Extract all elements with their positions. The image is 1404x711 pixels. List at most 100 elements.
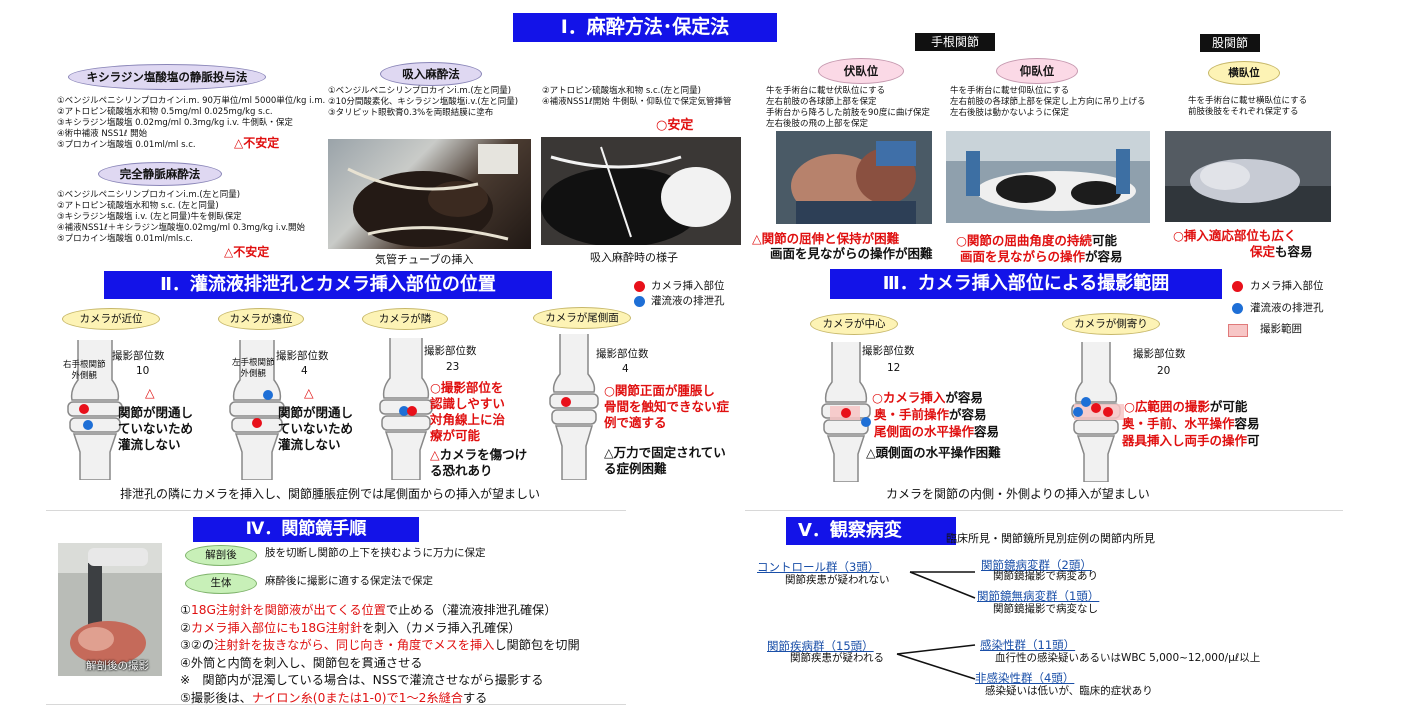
panel3-note: ○撮影部位を 認識しやすい 対角線上に治 療が可能 [430, 380, 506, 443]
s3-panel1-note2: 奥・手前操作が容易 [874, 407, 987, 422]
carpal-joint-header: 手根関節 [915, 33, 995, 51]
panel3-count-label: 撮影部位数 [424, 345, 477, 357]
panel3-warning: △カメラを傷つけ る恐れあり [430, 447, 528, 478]
control-group: コントロール群（3頭） [757, 560, 880, 574]
lateral-eval-1: ○挿入適応部位も広く [1173, 228, 1297, 243]
step-note: ※ 関節内が混濁している場合は、NSSで灌流させながら撮影する [180, 673, 544, 687]
section3-title: Ⅲ．カメラ挿入部位による撮影範囲 [830, 269, 1222, 299]
s3-panel1-label: カメラが中心 [810, 313, 898, 335]
s3-range-legend: 撮影範囲 [1260, 323, 1302, 335]
panel2-note: 関節が閉通し ていないため 灌流しない [278, 405, 354, 452]
prone-label: 伏臥位 [818, 58, 904, 84]
s3-panel2-label: カメラが側寄り [1062, 313, 1160, 335]
prone-eval-1: △関節の屈伸と保持が困難 [752, 231, 900, 246]
supine-label: 仰臥位 [996, 58, 1078, 84]
supine-photo [946, 131, 1150, 223]
s3-panel1-note3: 尾側面の水平操作容易 [874, 424, 1000, 439]
post-dissection-caption: 解剖後の撮影 [86, 660, 149, 672]
panel1-count-label: 撮影部位数 [112, 350, 165, 362]
lesion-tree-lines [896, 571, 976, 680]
panel2-count-label: 撮影部位数 [276, 350, 329, 362]
section3-footer: カメラを関節の内側・外側よりの挿入が望ましい [886, 487, 1150, 501]
inhalation-caption: 吸入麻酔時の様子 [590, 251, 678, 264]
step-3: ③②の注射針を抜きながら、同じ向き・角度でメスを挿入し関節包を切開 [180, 638, 580, 652]
post-dissection-text: 肢を切断し関節の上下を挟むように万力に保定 [265, 547, 486, 559]
panel3-label: カメラが隣 [362, 308, 448, 330]
section4-title: Ⅳ．関節鏡手順 [193, 517, 419, 542]
section2-title: Ⅱ．灌流液排泄孔とカメラ挿入部位の位置 [104, 271, 552, 299]
supine-eval-1: ○関節の屈曲角度の持続可能 [956, 233, 1117, 248]
drain-hole-legend-dot [634, 296, 645, 307]
full-iv-label: 完全静脈麻酔法 [98, 162, 222, 186]
full-iv-eval: △不安定 [224, 245, 270, 259]
section5-subtitle: 臨床所見・関節鏡所見別症例の関節内所見 [946, 532, 1155, 545]
drain-hole-legend: 灌流液の排泄孔 [651, 295, 725, 307]
camera-insertion-legend: カメラ挿入部位 [651, 280, 725, 292]
step-4: ④外筒と内筒を刺入し、関節包を貫通させる [180, 655, 423, 670]
step-5: ⑤撮影後は、ナイロン糸(0または1-0)で1～2糸縫合する [180, 690, 488, 705]
prone-photo [776, 131, 932, 224]
panel4-note: ○関節正面が腫脹し 骨間を触知できない症 例で適する [604, 383, 730, 430]
s3-panel1-note1: ○カメラ挿入が容易 [872, 390, 983, 405]
section5-title: Ⅴ．観察病変 [786, 517, 956, 545]
supine-eval-2: 画面を見ながらの操作が容易 [960, 249, 1123, 264]
panel4-carpal-diagram [549, 334, 599, 480]
panel1-count: 10 [136, 365, 150, 377]
post-dissection-tag: 解剖後 [185, 545, 257, 566]
panel4-label: カメラが尾側面 [533, 307, 631, 329]
supine-steps: 牛を手術台に載せ仰臥位にする左右前肢の各球節上部を保定し上方向に吊り上げる左右後… [950, 86, 1146, 118]
xylazine-iv-label: キシラジン塩酸塩の静脈投与法 [68, 64, 266, 90]
s3-panel1-carpal-diagram [821, 342, 871, 482]
lateral-eval-2: 保定も容易 [1250, 244, 1313, 259]
s3-drain-legend: 灌流液の排泄孔 [1250, 302, 1324, 314]
cow-under-anesthesia-illustration [541, 137, 741, 245]
disease-group: 関節疾病群（15頭） [767, 639, 874, 653]
hip-joint-header: 股関節 [1200, 34, 1260, 52]
s3-panel2-count: 20 [1157, 365, 1171, 377]
non-infectious-group: 非感染性群（4頭） [975, 671, 1075, 685]
divider-bottom [46, 704, 626, 705]
prone-surgery-illustration [776, 131, 932, 224]
s3-drain-legend-dot [1232, 303, 1243, 314]
panel4-warning: △万力で固定されてい る症例困難 [604, 445, 726, 476]
s3-panel2-carpal-diagram [1071, 342, 1124, 482]
lesion-group: 関節鏡病変群（2頭） [981, 558, 1092, 572]
s3-range-legend-box [1228, 324, 1248, 337]
panel2-count: 4 [301, 365, 308, 377]
post-dissection-photo [58, 543, 162, 676]
xylazine-iv-steps: ①ベンジルペニシリンプロカインi.m. 90万単位/ml 5000単位/kg i… [57, 96, 326, 150]
panel1-side-label: 右手根関節 外側観 [63, 360, 106, 381]
inhalation-photo [541, 137, 741, 245]
no-lesion-group-desc: 関節鏡撮影で病変なし [993, 603, 1098, 615]
panel1-label: カメラが近位 [62, 308, 160, 330]
divider-left [46, 510, 626, 511]
inhalation-steps-a: ①ベンジルペニシリンプロカインi.m.(左と同量)②10分間酸素化、キシラジン塩… [328, 86, 519, 118]
panel1-carpal-diagram [67, 340, 123, 480]
lateral-label: 横臥位 [1208, 61, 1280, 85]
prone-eval-2: 画面を見ながらの操作が困難 [770, 246, 933, 261]
section1-title: Ⅰ．麻酔方法･保定法 [513, 13, 777, 42]
inhalation-label: 吸入麻酔法 [380, 62, 482, 86]
s3-camera-legend-dot [1232, 281, 1243, 292]
section2-footer: 排泄孔の隣にカメラを挿入し、関節腫脹症例では尾側面からの挿入が望ましい [120, 487, 541, 501]
lateral-steps: 牛を手術台に載せ横臥位にする前肢後肢をそれぞれ保定する [1188, 96, 1308, 117]
s3-panel1-count-label: 撮影部位数 [862, 345, 915, 357]
living-text: 麻酔後に撮影に適する保定法で保定 [265, 575, 433, 587]
panel4-count-label: 撮影部位数 [596, 348, 649, 360]
supine-surgery-illustration [946, 131, 1150, 223]
s3-panel1-note4: △頭側面の水平操作困難 [866, 445, 1001, 460]
tube-insertion-photo [328, 139, 531, 249]
no-lesion-group: 関節鏡無病変群（1頭） [977, 589, 1100, 603]
divider-right [745, 510, 1343, 511]
panel1-eval: △ [145, 385, 155, 400]
non-infectious-group-desc: 感染疑いは低いが、臨床的症状あり [985, 685, 1153, 697]
panel2-eval: △ [304, 385, 314, 400]
s3-panel1-count: 12 [887, 362, 901, 374]
step-2: ②カメラ挿入部位にも18G注射針を刺入（カメラ挿入孔確保） [180, 620, 521, 635]
full-iv-steps: ①ベンジルペニシリンプロカインi.m.(左と同量)②アトロピン硫酸塩水和物 s.… [57, 190, 306, 244]
dissected-limb-illustration [58, 543, 162, 676]
living-tag: 生体 [185, 573, 257, 594]
panel1-note: 関節が閉通し ていないため 灌流しない [118, 405, 194, 452]
s3-panel2-note3: 器具挿入し両手の操作可 [1122, 433, 1260, 448]
panel3-carpal-diagram [379, 338, 433, 480]
